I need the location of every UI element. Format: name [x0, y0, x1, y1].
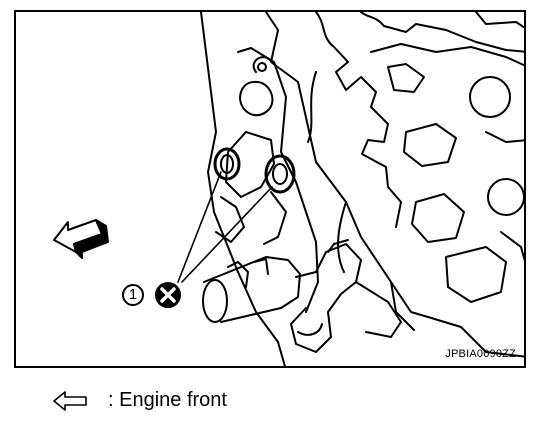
gasket-right	[264, 154, 296, 194]
engine-diagram	[53, 12, 524, 366]
legend-text: : Engine front	[108, 389, 227, 411]
engine-front-arrow	[53, 219, 109, 259]
diagram-frame: 1 JPBIA0090ZZ	[14, 10, 526, 368]
gasket-left	[213, 147, 241, 181]
engine-front-arrow-icon	[53, 391, 87, 411]
callout-number: 1	[122, 284, 144, 306]
do-not-reuse-icon	[155, 282, 181, 308]
legend: : Engine front	[52, 388, 312, 414]
front-housing	[200, 12, 319, 366]
callout-leaders	[177, 171, 273, 283]
reference-code: JPBIA0090ZZ	[445, 348, 516, 360]
water-pipe	[202, 239, 402, 353]
cylinder-block	[265, 12, 524, 358]
